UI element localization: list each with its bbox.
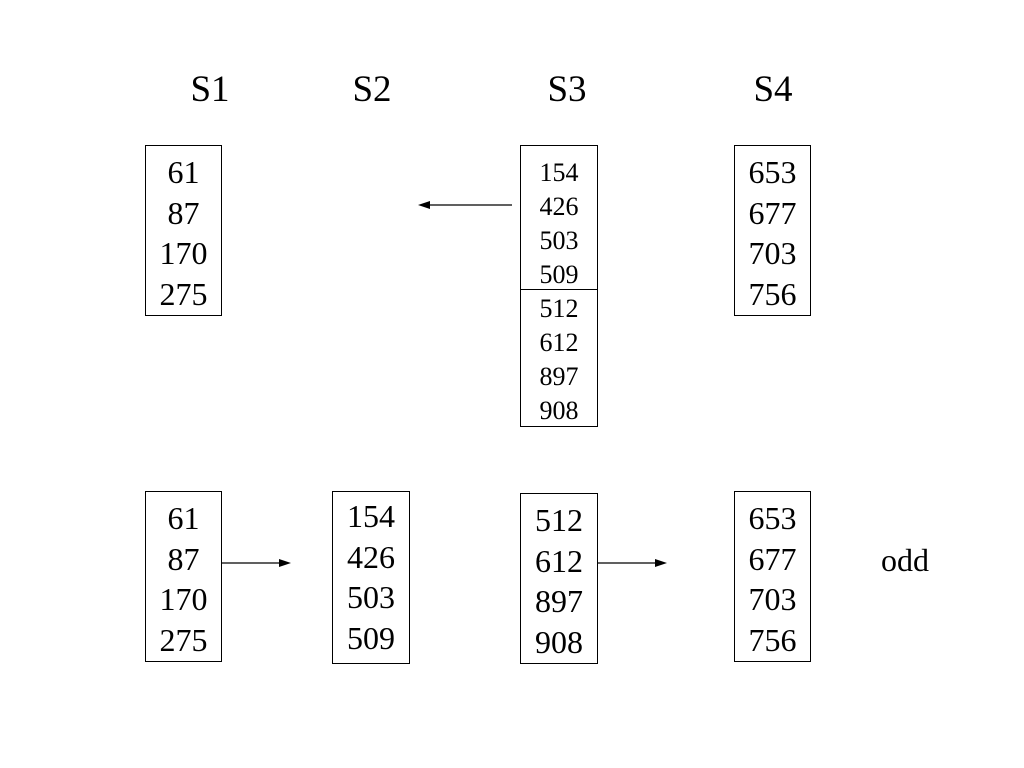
top-s3-upper-block: 154 426 503 509 xyxy=(521,156,597,292)
bottom-s3-value: 908 xyxy=(535,624,583,661)
bottom-s1-value: 275 xyxy=(159,622,208,659)
bottom-s2-value: 503 xyxy=(347,579,395,616)
top-s1-value: 87 xyxy=(167,194,200,231)
bottom-s3-value: 612 xyxy=(535,542,583,579)
header-s3: S3 xyxy=(547,69,587,110)
bottom-s2-value: 509 xyxy=(347,620,395,657)
bottom-s4-value: 653 xyxy=(748,500,797,536)
arrow-bottom-s1-to-s2 xyxy=(222,559,291,567)
top-s3-divider xyxy=(521,289,597,290)
top-s1-box: 61 87 170 275 xyxy=(145,145,222,316)
top-s3-value: 154 xyxy=(539,158,579,187)
header-s1: S1 xyxy=(190,69,230,110)
bottom-s1-box: 61 87 170 275 xyxy=(145,491,222,662)
top-s3-value: 897 xyxy=(539,362,579,391)
bottom-s4-box: 653 677 703 756 xyxy=(734,491,811,662)
top-s3-box: 154 426 503 509 512 612 897 908 xyxy=(520,145,598,427)
bottom-s3-box: 512 612 897 908 xyxy=(520,493,598,664)
top-s1-value: 170 xyxy=(159,235,208,272)
arrow-bottom-s3-to-s4 xyxy=(598,559,667,567)
bottom-s3-value: 897 xyxy=(535,583,583,620)
top-s3-value: 509 xyxy=(539,260,579,289)
top-s4-box: 653 677 703 756 xyxy=(734,145,811,316)
top-s3-value: 426 xyxy=(539,192,579,221)
top-s1-value: 61 xyxy=(167,154,200,190)
bottom-s2-value: 154 xyxy=(347,498,395,534)
top-s4-value: 703 xyxy=(748,235,797,272)
top-s1-value: 275 xyxy=(159,276,208,313)
top-s4-value: 756 xyxy=(748,276,797,313)
bottom-s4-value: 703 xyxy=(748,581,797,618)
bottom-s3-value: 512 xyxy=(535,502,583,538)
top-s3-lower-block: 512 612 897 908 xyxy=(521,292,597,428)
bottom-s2-box: 154 426 503 509 xyxy=(332,491,410,664)
top-s3-value: 612 xyxy=(539,328,579,357)
bottom-s4-value: 756 xyxy=(748,622,797,659)
bottom-s1-value: 61 xyxy=(167,500,200,536)
bottom-s1-value: 87 xyxy=(167,540,200,577)
top-s4-value: 677 xyxy=(748,194,797,231)
top-s4-value: 653 xyxy=(748,154,797,190)
bottom-s4-value: 677 xyxy=(748,540,797,577)
top-s3-value: 503 xyxy=(539,226,579,255)
odd-label: odd xyxy=(881,542,929,578)
arrow-s3-to-s2 xyxy=(418,201,512,209)
header-s2: S2 xyxy=(352,69,392,110)
header-s4: S4 xyxy=(753,69,793,110)
top-s3-value: 908 xyxy=(539,396,579,425)
bottom-s1-value: 170 xyxy=(159,581,208,618)
top-s3-value: 512 xyxy=(539,294,579,323)
bottom-s2-value: 426 xyxy=(347,538,395,575)
